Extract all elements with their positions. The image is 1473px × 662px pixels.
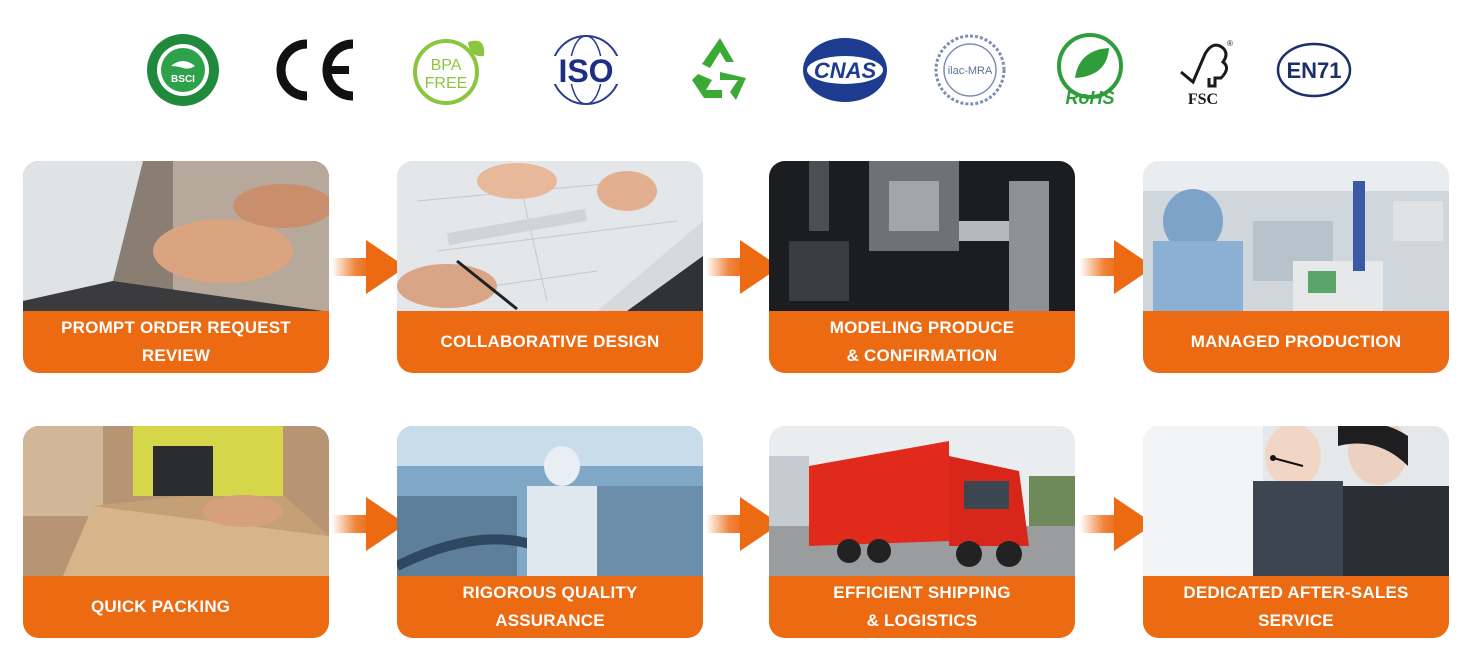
flow-arrow-right-icon bbox=[1080, 493, 1154, 555]
step-label-after-sales: DEDICATED AFTER-SALES SERVICE bbox=[1143, 576, 1449, 638]
step-label-line1: MANAGED PRODUCTION bbox=[1190, 332, 1402, 351]
flow-arrow-right-icon bbox=[332, 493, 406, 555]
en71-label: EN71 bbox=[1286, 58, 1341, 83]
iso-label: ISO bbox=[558, 53, 613, 89]
step-label-order-review: PROMPT ORDER REQUEST REVIEW bbox=[23, 311, 329, 373]
recycle-icon bbox=[680, 30, 760, 110]
fsc-registered-mark: ® bbox=[1227, 39, 1233, 48]
step-label-line1: PROMPT ORDER REQUEST bbox=[61, 318, 291, 337]
step-label-line2: & LOGISTICS bbox=[866, 611, 978, 630]
bpa-line2: FREE bbox=[425, 75, 468, 92]
step-card-collaborative-design: COLLABORATIVE DESIGN bbox=[397, 161, 703, 373]
step-label-quick-packing: QUICK PACKING bbox=[23, 576, 329, 638]
rohs-label: RoHS bbox=[1066, 88, 1115, 108]
step-label-line2: & CONFIRMATION bbox=[846, 346, 998, 365]
step-label-line2: SERVICE bbox=[1258, 611, 1334, 630]
step-card-modeling-confirmation: MODELING PRODUCE & CONFIRMATION bbox=[769, 161, 1075, 373]
step-label-line1: EFFICIENT SHIPPING bbox=[833, 583, 1011, 602]
ce-logo bbox=[268, 30, 360, 110]
step-label-line1: RIGOROUS QUALITY bbox=[462, 583, 638, 602]
bsci-logo: BSCI bbox=[143, 30, 223, 110]
step-card-after-sales: DEDICATED AFTER-SALES SERVICE bbox=[1143, 426, 1449, 638]
step-label-shipping-logistics: EFFICIENT SHIPPING & LOGISTICS bbox=[769, 576, 1075, 638]
step-label-line1: MODELING PRODUCE bbox=[829, 318, 1015, 337]
flow-arrow-right-icon bbox=[1080, 236, 1154, 298]
box-taping-photo bbox=[23, 426, 329, 576]
ilac-label: ilac-MRA bbox=[948, 65, 993, 77]
step-label-line1: QUICK PACKING bbox=[91, 597, 231, 616]
step-label-line1: DEDICATED AFTER-SALES bbox=[1183, 583, 1409, 602]
step-card-quality-assurance: RIGOROUS QUALITY ASSURANCE bbox=[397, 426, 703, 638]
certification-logos: BSCI BPA FREE ISO bbox=[0, 30, 1473, 110]
fsc-logo: ® FSC bbox=[1170, 30, 1236, 110]
step-label-collaborative-design: COLLABORATIVE DESIGN bbox=[397, 311, 703, 373]
rohs-logo: RoHS bbox=[1052, 30, 1128, 110]
step-label-modeling-confirmation: MODELING PRODUCE & CONFIRMATION bbox=[769, 311, 1075, 373]
step-label-line2: ASSURANCE bbox=[495, 611, 605, 630]
step-card-quick-packing: QUICK PACKING bbox=[23, 426, 329, 638]
step-label-line2: REVIEW bbox=[141, 346, 211, 365]
bsci-label: BSCI bbox=[171, 74, 195, 85]
red-truck-photo bbox=[769, 426, 1075, 576]
machinery-photo bbox=[769, 161, 1075, 311]
flow-arrow-right-icon bbox=[706, 493, 780, 555]
flow-arrow-right-icon bbox=[332, 236, 406, 298]
bpa-line1: BPA bbox=[431, 57, 462, 74]
cnas-logo: CNAS bbox=[800, 30, 890, 110]
design-drawing-photo bbox=[397, 161, 703, 311]
step-card-managed-production: MANAGED PRODUCTION bbox=[1143, 161, 1449, 373]
step-card-shipping-logistics: EFFICIENT SHIPPING & LOGISTICS bbox=[769, 426, 1075, 638]
iso-logo: ISO bbox=[540, 30, 632, 110]
step-label-line1: COLLABORATIVE DESIGN bbox=[440, 332, 660, 351]
customer-service-photo bbox=[1143, 426, 1449, 576]
step-label-quality-assurance: RIGOROUS QUALITY ASSURANCE bbox=[397, 576, 703, 638]
bpa-free-logo: BPA FREE bbox=[408, 30, 492, 110]
flow-arrow-right-icon bbox=[706, 236, 780, 298]
cleanroom-inspection-photo bbox=[397, 426, 703, 576]
fsc-label: FSC bbox=[1188, 91, 1218, 108]
en71-logo: EN71 bbox=[1274, 30, 1354, 110]
laptop-typing-photo bbox=[23, 161, 329, 311]
ilac-mra-logo: ilac-MRA bbox=[932, 30, 1008, 110]
step-label-managed-production: MANAGED PRODUCTION bbox=[1143, 311, 1449, 373]
step-card-order-review: PROMPT ORDER REQUEST REVIEW bbox=[23, 161, 329, 373]
cnas-label: CNAS bbox=[814, 58, 877, 83]
factory-robot-photo bbox=[1143, 161, 1449, 311]
